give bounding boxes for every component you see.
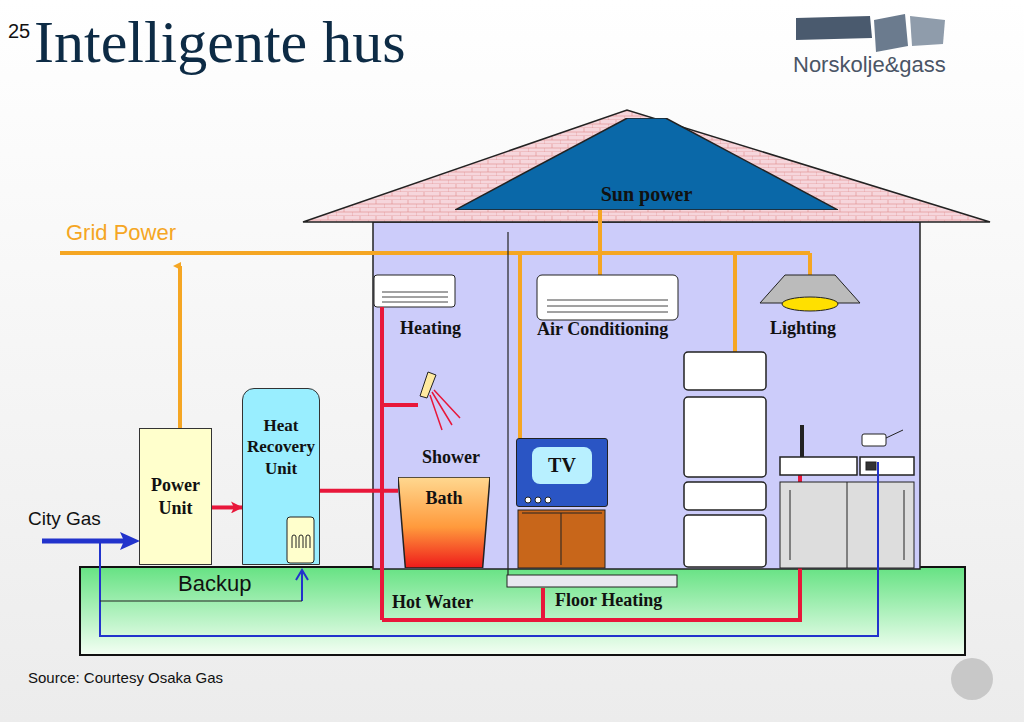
node-text: Sun power — [601, 182, 693, 207]
logo-mark — [796, 14, 945, 52]
logo-text: olje&gass — [850, 52, 945, 78]
floor-heating-panel — [507, 575, 677, 587]
city-gas-label: City Gas — [28, 508, 101, 530]
appliance-label: Heating — [400, 318, 461, 339]
kitchen — [780, 425, 914, 568]
power-unit-box: Power Unit — [139, 428, 212, 565]
slide-number: 25 — [8, 20, 30, 43]
node-text: Power Unit — [140, 474, 211, 519]
backup-label: Backup — [178, 571, 251, 597]
fridge — [684, 352, 766, 567]
shower-head — [420, 372, 460, 430]
heat-recovery-box: Heat Recovery Unit — [242, 388, 320, 565]
tv-set: TV — [516, 438, 608, 507]
tv-buttons — [525, 497, 551, 503]
backup-line — [100, 600, 302, 601]
source-caption: Source: Courtesy Osaka Gas — [28, 669, 223, 686]
tv-cabinet — [518, 510, 605, 568]
divider-line — [507, 232, 508, 575]
air-conditioner — [537, 275, 678, 320]
sun-power-panel: Sun power — [455, 118, 838, 210]
logo-wordmark: Norskolje&gass — [793, 52, 946, 78]
node-text: Bath — [425, 487, 462, 510]
gas-lines — [100, 462, 878, 636]
roof — [303, 110, 990, 222]
appliance-label: Shower — [422, 447, 480, 468]
city-gas-arrowhead — [120, 532, 140, 550]
floor-heating-label: Floor Heating — [555, 590, 662, 611]
pipe-label: Hot Water — [392, 592, 473, 613]
appliance-label: Lighting — [770, 318, 836, 339]
bath-tub: Bath — [398, 477, 490, 568]
appliance-label: Air Conditioning — [537, 319, 668, 340]
heating-unit — [374, 275, 455, 307]
slide-title: Intelligente hus — [34, 8, 406, 77]
house-wall — [373, 222, 920, 569]
hot-water-pipes — [382, 307, 800, 620]
grid-power-label: Grid Power — [66, 220, 176, 246]
burner-icon — [287, 517, 314, 563]
heat-arrow — [212, 505, 242, 509]
hot-water-pipe — [320, 489, 398, 493]
logo-text: Norsk — [793, 52, 850, 78]
page-dot — [951, 658, 993, 700]
node-text: Heat Recovery Unit — [243, 415, 319, 479]
city-gas-arrow — [42, 539, 128, 544]
ground — [80, 567, 965, 655]
lamp — [760, 275, 860, 311]
node-text: TV — [532, 447, 592, 484]
